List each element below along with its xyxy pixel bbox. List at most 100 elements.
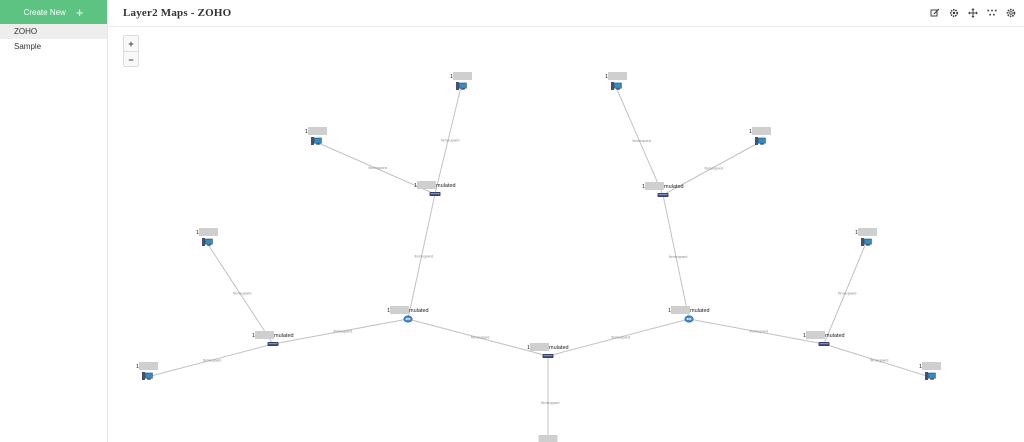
link-line[interactable] [823,242,867,345]
link-line[interactable] [407,193,436,320]
host-node[interactable]: 1 [450,72,472,91]
topology-map: fixmeupwrd fixmeupwrd fixmeupwrd fixmeupwrd… [136,72,941,442]
redacted-label-block [308,127,327,135]
redacted-label-block [806,331,825,339]
link-label: fixmeupwrd [233,292,251,296]
link-line[interactable] [434,86,462,195]
link-line[interactable] [146,343,274,378]
redacted-label-block [255,331,274,339]
sidebar-item-sample[interactable]: Sample [14,42,42,51]
node-label-suffix: mulated [690,308,710,314]
switch-icon [818,342,830,346]
switch-icon [429,192,441,196]
link-label: fixmeupwrd [705,167,723,171]
host-node[interactable]: 1 [855,228,877,247]
router-icon [684,315,694,323]
node-label-suffix: mulated [274,333,294,339]
switch-icon [542,354,554,358]
router-icon [403,315,413,323]
switch-icon [267,342,279,346]
switch-icon [657,193,669,197]
node-label-prefix: 1 [642,184,645,190]
node-label-prefix: 1 [919,364,922,370]
node-label-prefix: 1 [803,333,806,339]
link-label: fixmeupwrd [441,139,459,143]
link-label: fixmeupwrd [334,330,352,334]
redacted-label-block [922,362,941,370]
host-node[interactable]: 1 [919,362,941,381]
link-line[interactable] [823,343,931,378]
host-node[interactable]: 1 [749,127,771,146]
computer-icon [754,136,766,146]
link-label: fixmeupwrd [669,255,687,259]
sidebar: Create New + ZOHO Sample [0,0,108,442]
host-node[interactable]: 1 [605,72,627,91]
node-label-prefix: 1 [855,230,858,236]
zoom-out-button[interactable]: − [124,51,138,67]
computer-icon [455,81,467,91]
host-node[interactable]: 1 [305,127,327,146]
redacted-label-block [858,228,877,236]
node-label-suffix: mulated [664,184,684,190]
link-label: fixmeupwrd [415,255,433,259]
link-line[interactable] [547,318,690,357]
redacted-label-block [645,182,664,190]
plus-icon: + [75,4,84,20]
redacted-label-block [139,362,158,370]
sidebar-item-zoho[interactable]: ZOHO [0,24,107,39]
link-label: fixmeupwrd [369,166,387,170]
computer-icon [924,371,936,381]
redacted-label-block [530,343,549,351]
node-label-prefix: 1 [749,129,752,135]
node-label-prefix: 1 [196,230,199,236]
zoom-in-button[interactable]: + [128,38,134,49]
zoom-controls: + − [123,35,139,67]
redacted-label-block [538,435,558,442]
link-label: fixmeupwrd [541,401,559,405]
host-node[interactable]: 1 [196,228,218,247]
page-title: Layer2 Maps - ZOHO [123,7,232,19]
map-toolbar [930,8,1016,18]
edit-icon[interactable] [930,8,940,18]
redacted-label-block [390,306,409,314]
redacted-label-block [199,228,218,236]
settings-gear-icon[interactable] [949,8,959,18]
computer-icon [141,371,153,381]
host-node[interactable]: 1 [136,362,158,381]
switch-node[interactable]: 1 mulated [642,182,684,197]
create-new-label: Create New [23,7,66,17]
switch-node[interactable]: 1 mulated [803,331,845,346]
map-header: Layer2 Maps - ZOHO [108,0,1024,27]
host-node[interactable] [538,435,558,442]
link-line[interactable] [662,194,690,320]
link-label: fixmeupwrd [203,359,221,363]
move-icon[interactable] [968,8,978,18]
topology-icon[interactable] [987,8,997,18]
link-label: fixmeupwrd [870,359,888,363]
link-line[interactable] [272,318,409,345]
link-line[interactable] [688,318,825,345]
node-label-prefix: 1 [450,74,453,80]
redacted-label-block [752,127,771,135]
link-line[interactable] [662,141,761,196]
link-line[interactable] [206,242,274,345]
gear-icon[interactable] [1006,8,1016,18]
computer-icon [610,81,622,91]
link-line[interactable] [615,86,664,196]
node-label-suffix: mulated [549,345,569,351]
link-label: fixmeupwrd [633,139,651,143]
switch-node[interactable]: 1 mulated [527,343,569,358]
node-label-prefix: 1 [527,345,530,351]
node-label-prefix: 1 [414,183,417,189]
link-label: fixmeupwrd [750,330,768,334]
node-label-prefix: 1 [605,74,608,80]
node-label-suffix: mulated [825,333,845,339]
create-new-button[interactable]: Create New + [0,0,107,24]
link-line[interactable] [315,141,436,195]
node-label-prefix: 1 [136,364,139,370]
link-line[interactable] [407,318,549,357]
